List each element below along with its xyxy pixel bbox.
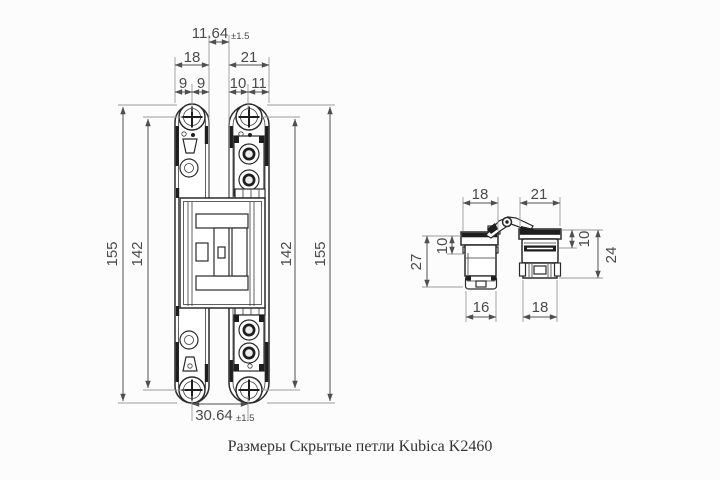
dim-front-bottom-spacing-tolerance: ±1.5 (236, 413, 254, 424)
dim-front-outer-height-left: 155 (104, 241, 121, 266)
link-arm (485, 216, 534, 239)
hex-screw-icon (238, 143, 260, 165)
dim-side-depth-left: 27 (408, 254, 425, 271)
dim-front-right-sub-2: 11 (251, 75, 267, 92)
side-right-cup (518, 228, 562, 279)
dim-front-hole-spacing-right: 142 (278, 241, 295, 266)
drawing-caption: Размеры Скрытые петли Kubica K2460 (228, 438, 493, 455)
washer-hole (179, 330, 199, 350)
dim-front-right-plate-width: 21 (241, 49, 258, 66)
dim-side-top-offset-right: 10 (576, 231, 593, 248)
dim-front-left-sub-1: 9 (179, 75, 187, 92)
dim-front-top-width-tolerance: ±1.5 (231, 31, 249, 42)
hex-screw-icon (238, 319, 260, 341)
side-extension-lines (422, 197, 603, 322)
dim-side-bottom-width-right: 18 (532, 299, 549, 316)
dim-side-cup-width-left: 18 (472, 186, 489, 203)
dim-front-top-width: 11.64 (192, 25, 228, 42)
dim-front-hole-spacing-left: 142 (129, 241, 146, 266)
phillips-screw-icon (235, 103, 263, 131)
mount-notch (182, 138, 198, 154)
hex-screw-icon (238, 342, 260, 364)
side-dimension-lines (424, 200, 601, 320)
dim-side-bottom-width-left: 16 (473, 299, 490, 316)
hex-screw-icon (238, 169, 260, 191)
hinge-body (179, 197, 266, 309)
phillips-screw-icon (235, 376, 263, 404)
dim-side-depth-right: 24 (603, 247, 620, 264)
front-dimension-lines (120, 39, 333, 407)
dim-front-left-plate-width: 18 (184, 49, 201, 66)
dim-front-right-sub-1: 10 (230, 75, 247, 92)
side-view-drawing (460, 216, 562, 290)
dim-side-cup-width-right: 21 (531, 186, 548, 203)
washer-hole (179, 158, 199, 178)
dim-front-bottom-spacing: 30.64 (195, 407, 233, 424)
dim-front-left-sub-2: 9 (197, 75, 205, 92)
dim-front-outer-height-right: 155 (312, 241, 329, 266)
front-view-drawing (174, 103, 270, 404)
dim-side-top-offset-left: 10 (434, 238, 451, 255)
